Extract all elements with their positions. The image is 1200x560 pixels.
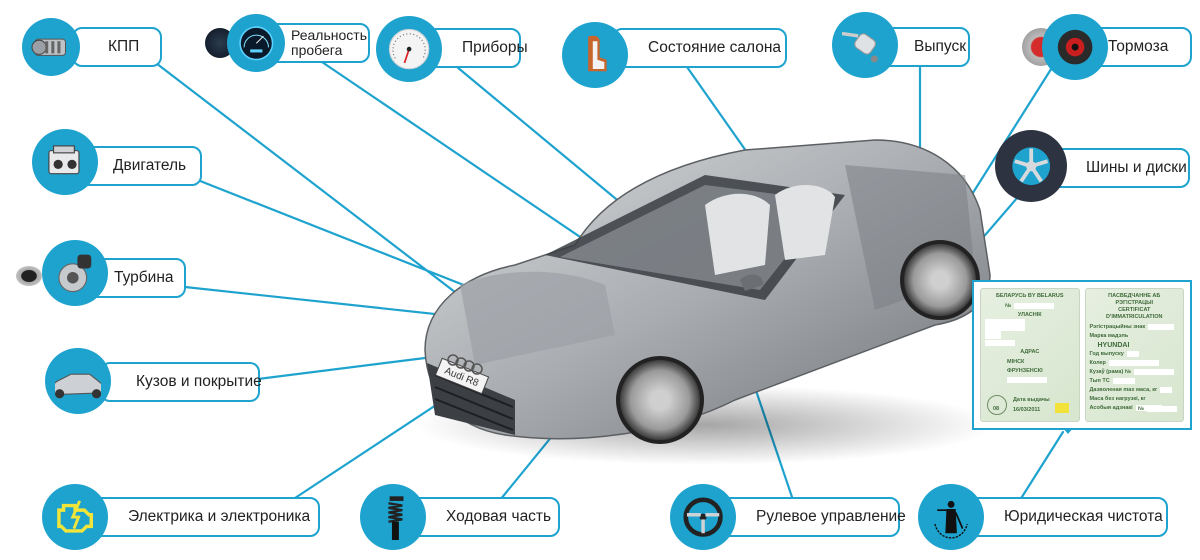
field-label: Асобыя адзнакі: [1089, 405, 1133, 411]
address-label: АДРАС: [1020, 349, 1040, 355]
callout-label: Двигатель: [113, 156, 187, 174]
callout-tires[interactable]: Шины и диски: [995, 128, 1190, 202]
check-engine-icon: [42, 484, 108, 550]
callout-label: Выпуск: [914, 37, 966, 55]
callout-label-line2: пробега: [291, 42, 343, 58]
certificate-right-page: ПАСВЕДЧАННЕ АБ РЭГІСТРАЦЫІ CERTIFICAT D'…: [1084, 288, 1184, 422]
callout-label: Ходовая часть: [446, 507, 552, 525]
callout-interior[interactable]: Состояние салона: [562, 14, 787, 88]
field-label: Маса без нагрузкі, кг: [1089, 396, 1146, 402]
car-body-icon: [45, 348, 111, 414]
certificate-title-line2: CERTIFICAT D'IMMATRICULATION: [1106, 307, 1163, 320]
certificate-left-page: БЕЛАРУСЬ BY BELARUS № УЛАСНІК АДРАС МІНС…: [980, 288, 1080, 422]
callout-label: Приборы: [462, 38, 528, 56]
number-label: №: [1137, 406, 1144, 412]
callout-label: Турбина: [114, 268, 174, 286]
field-label: Дазволеная max маса, кг: [1089, 387, 1158, 393]
field-label: Колер: [1089, 360, 1106, 366]
region-value: МІНСК: [1007, 359, 1025, 365]
field-label: Тып ТС: [1089, 378, 1110, 384]
owner-label: УЛАСНІК: [1017, 312, 1042, 318]
steering-wheel-icon: [670, 484, 736, 550]
transmission-icon: [22, 18, 80, 76]
vehicle-make: HYUNDAI: [1097, 341, 1130, 349]
callout-exhaust[interactable]: Выпуск: [820, 12, 970, 78]
callout-label: Кузов и покрытие: [136, 372, 262, 390]
callout-label-line1: Реальность: [291, 27, 367, 44]
callout-label: КПП: [108, 37, 140, 55]
yellow-sticker: [1054, 403, 1069, 413]
issue-date-value: 16/03/2011: [1013, 407, 1041, 413]
callout-label: Шины и диски: [1086, 158, 1187, 176]
callout-label: Состояние салона: [648, 38, 782, 56]
callout-brakes[interactable]: Тормоза: [1022, 14, 1192, 80]
callout-label: Тормоза: [1108, 37, 1169, 55]
turbo-inlet-icon: [16, 266, 42, 286]
certificate-stamp: 08: [987, 395, 1007, 415]
certificate-country-header: БЕЛАРУСЬ BY BELARUS: [995, 293, 1064, 299]
speedometer-icon: [376, 16, 442, 82]
brake-disc-icon: [1042, 14, 1108, 80]
issue-date-label: Дата выдачы: [1013, 397, 1050, 403]
callout-engine[interactable]: Двигатель: [22, 129, 202, 195]
registration-certificate: БЕЛАРУСЬ BY BELARUS № УЛАСНІК АДРАС МІНС…: [972, 280, 1192, 430]
car-seat-icon: [562, 22, 628, 88]
car-illustration: Audi R8: [415, 139, 995, 465]
wheel-icon: [995, 130, 1067, 202]
callout-instruments[interactable]: Приборы: [376, 14, 528, 82]
engine-icon: [32, 129, 98, 195]
callout-mileage[interactable]: Реальность пробега: [205, 14, 370, 72]
callout-chassis[interactable]: Ходовая часть: [360, 484, 560, 550]
number-label: №: [1005, 303, 1012, 309]
certificate-title-line1: ПАСВЕДЧАННЕ АБ РЭГІСТРАЦЫІ: [1108, 293, 1161, 306]
callout-steering[interactable]: Рулевое управление: [670, 484, 906, 550]
field-label: Год выпуску: [1089, 351, 1124, 357]
certificate-pointer: [1063, 428, 1073, 434]
callout-electrics[interactable]: Электрика и электроника: [42, 484, 320, 550]
shock-absorber-icon: [360, 484, 426, 550]
field-label: Рэгістрацыйны знак: [1089, 324, 1146, 330]
turbocharger-icon: [42, 240, 108, 306]
dashboard-gauges-icon: [227, 14, 285, 72]
stamp-number: 08: [993, 406, 1000, 412]
callout-kpp[interactable]: КПП: [22, 18, 162, 76]
district-value: ФРУНЗЕНСКІ: [1007, 368, 1043, 374]
field-label: Кузаў (рама) №: [1089, 369, 1131, 375]
callout-body[interactable]: Кузов и покрытие: [15, 348, 262, 414]
callout-turbo[interactable]: Турбина: [16, 240, 186, 306]
callout-label: Рулевое управление: [756, 507, 906, 525]
field-label: Марка мадэль: [1089, 333, 1129, 339]
callout-label: Юридическая чистота: [1004, 507, 1163, 525]
muffler-icon: [832, 12, 898, 78]
justice-statue-icon: [918, 484, 984, 550]
callout-label: Электрика и электроника: [128, 507, 311, 525]
callout-legal[interactable]: Юридическая чистота: [918, 484, 1168, 550]
